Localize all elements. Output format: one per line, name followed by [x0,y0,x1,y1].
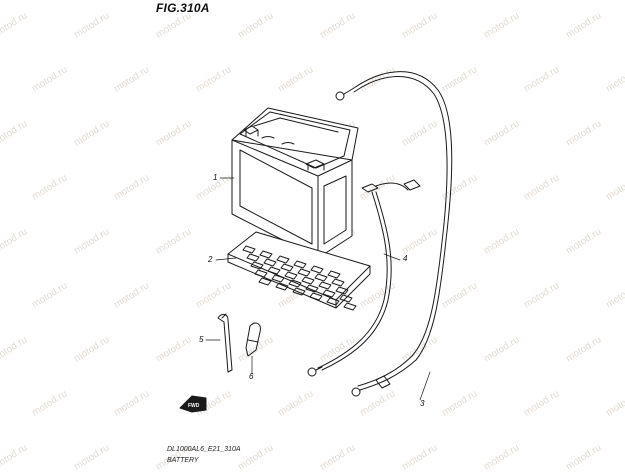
tray-slot [259,250,273,259]
tray-slot [310,265,324,274]
tray-slot [263,258,277,267]
callout-2[interactable]: 2 [208,255,213,264]
clamp-part-6 [245,322,261,357]
tray-slot [322,289,336,298]
tray-slot [301,276,315,285]
tray-slot [343,302,357,311]
figure-name: BATTERY [167,457,199,464]
tray-slot [326,297,340,306]
tray-slot [335,286,349,295]
tray-slot [309,292,323,301]
tray-slots [242,245,357,311]
tray-slot [318,281,332,290]
tray-slot [284,271,298,280]
figure-title: FIG.310A [156,1,210,15]
cable-part-3 [335,71,453,397]
tray-slot [254,269,268,278]
callout-5[interactable]: 5 [199,335,204,344]
battery-part [231,107,359,259]
lead-wire-part-4 [307,179,421,377]
tray-slot [267,266,281,275]
tray-slot [305,284,319,293]
strap-part-5 [217,313,233,373]
callout-6[interactable]: 6 [249,372,254,381]
callout-3[interactable]: 3 [420,399,425,408]
battery-tray-part [227,231,371,311]
tray-slot [288,279,302,288]
callout-4[interactable]: 4 [403,254,408,263]
tray-slot [276,255,290,264]
figure-model-code: DL1000AL6_E21_310A [167,446,241,453]
tray-slot [327,270,341,279]
tray-slot [258,277,272,286]
tray-slot [242,245,256,254]
tray-slot [339,294,353,303]
front-arrow-label: FWD [188,403,200,409]
tray-slot [271,274,285,283]
tray-slot [331,278,345,287]
tray-slot [250,261,264,270]
tray-slot [297,268,311,277]
callout-1[interactable]: 1 [213,173,218,182]
tray-slot [246,253,260,262]
tray-slot [280,263,294,272]
leader-lines [205,177,431,401]
tray-slot [293,260,307,269]
tray-slot [314,273,328,282]
tray-slot [275,282,289,291]
tray-slot [292,287,306,296]
front-direction-arrow [179,395,207,413]
